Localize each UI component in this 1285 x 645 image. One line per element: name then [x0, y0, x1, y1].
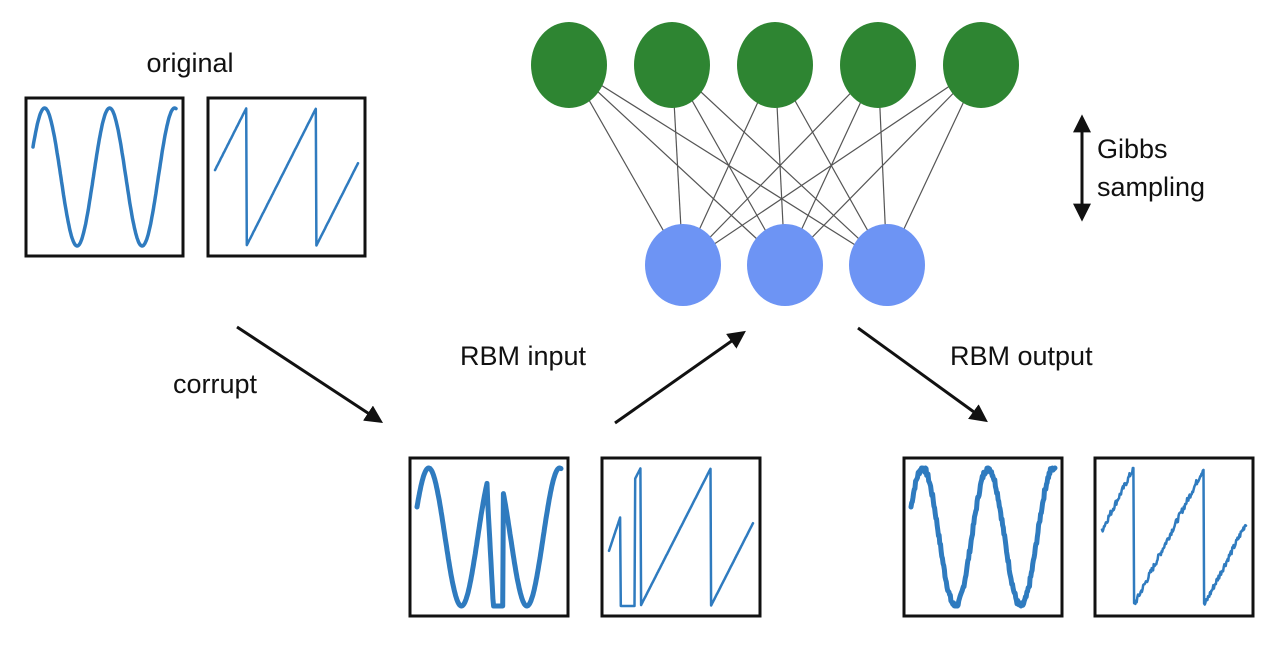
panel-input-sine — [408, 456, 570, 618]
visible-unit-2 — [747, 224, 823, 306]
visible-unit-3 — [849, 224, 925, 306]
panel-frame — [206, 96, 367, 258]
panel-original-sawtooth — [206, 96, 367, 258]
original-label: original — [146, 48, 233, 78]
visible-unit-1 — [645, 224, 721, 306]
panel-output-sawtooth — [1093, 456, 1255, 618]
sine-signal-line — [908, 465, 1058, 609]
hidden-unit-2 — [634, 22, 710, 108]
signal-panels — [24, 96, 1255, 618]
gibbs-label-line2: sampling — [1097, 172, 1205, 202]
rbm-input-arrow — [614, 330, 746, 425]
corrupt-label: corrupt — [173, 369, 258, 399]
panel-input-sawtooth — [600, 456, 762, 618]
panel-output-sine — [902, 456, 1064, 618]
gibbs-label-line1: Gibbs — [1097, 134, 1168, 164]
hidden-unit-5 — [943, 22, 1019, 108]
panel-frame — [1093, 456, 1255, 618]
rbm-output-arrow — [857, 326, 988, 423]
panel-frame — [600, 456, 762, 618]
corrupt-arrow — [236, 325, 384, 423]
sawtooth-signal-line — [213, 107, 360, 247]
rbm-input-label: RBM input — [460, 341, 587, 371]
sine-signal-line — [414, 465, 564, 609]
panel-original-sine — [24, 96, 185, 258]
network-nodes — [531, 22, 1019, 306]
edge-h4-v1 — [784, 64, 982, 266]
hidden-unit-3 — [737, 22, 813, 108]
edge-h4-v0 — [682, 64, 982, 266]
hidden-unit-4 — [840, 22, 916, 108]
sawtooth-signal-line — [607, 467, 755, 608]
sawtooth-signal-line — [1100, 466, 1248, 606]
edge-h3-v0 — [682, 64, 879, 266]
sine-signal-line — [31, 106, 178, 248]
rbm-output-label: RBM output — [950, 341, 1093, 371]
hidden-unit-1 — [531, 22, 607, 108]
